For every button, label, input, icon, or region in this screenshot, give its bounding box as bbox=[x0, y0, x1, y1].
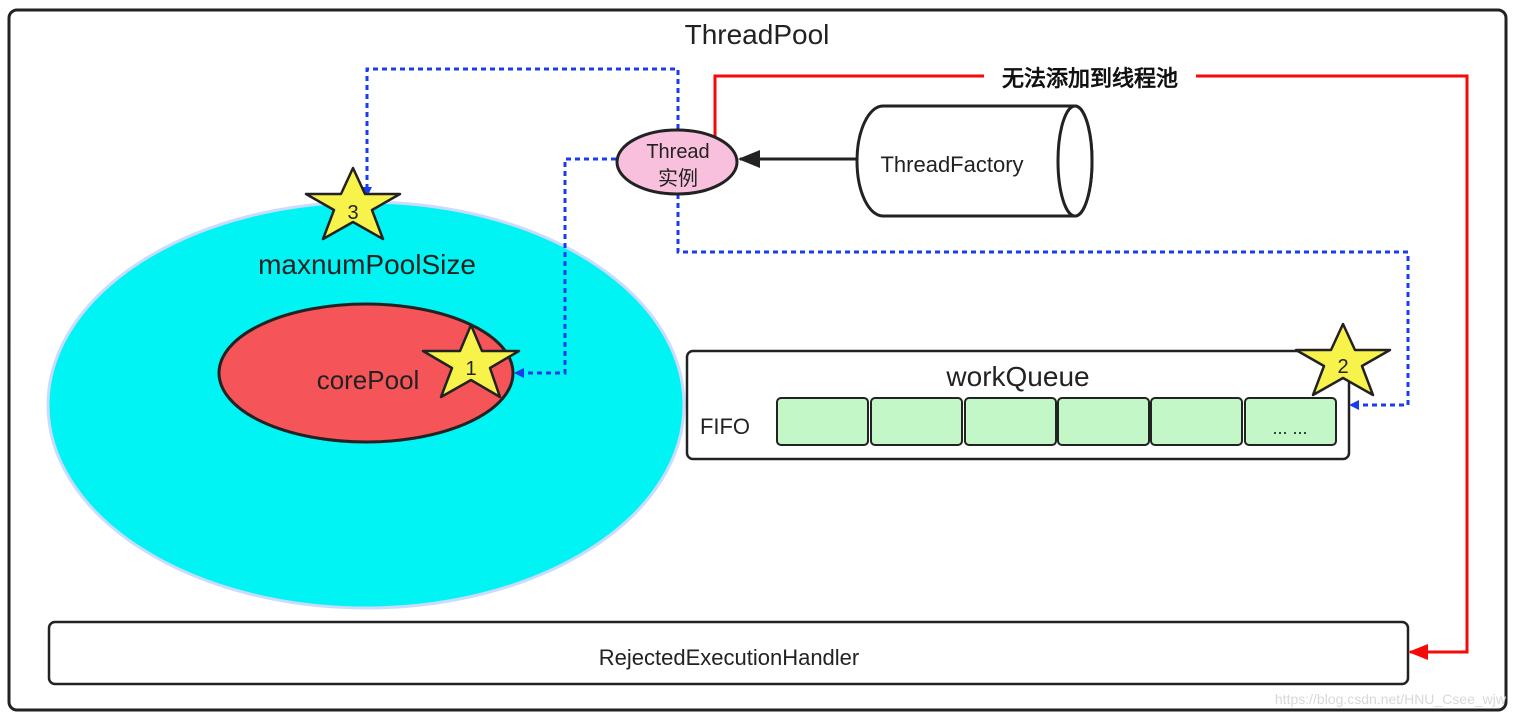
core-pool-label: corePool bbox=[317, 365, 420, 395]
core-pool-ellipse bbox=[217, 302, 515, 444]
queue-slot bbox=[776, 397, 869, 446]
queue-slot bbox=[870, 397, 963, 446]
reject-path bbox=[713, 74, 1469, 660]
thread-instance-ellipse bbox=[615, 128, 739, 196]
reject-label: 无法添加到线程池 bbox=[1002, 66, 1178, 91]
queue-slot bbox=[1244, 397, 1337, 446]
dashed-arrow-to-core-pool bbox=[514, 157, 616, 378]
star-1: 1 bbox=[421, 323, 521, 399]
thread-factory-cylinder bbox=[855, 104, 1094, 218]
thread-label-line2: 实例 bbox=[658, 167, 698, 190]
queue-slot bbox=[964, 397, 1057, 446]
threadpool-title: ThreadPool bbox=[685, 19, 830, 50]
dashed-arrow-to-max-pool bbox=[362, 67, 680, 197]
fifo-label: FIFO bbox=[700, 414, 750, 439]
star-1-label: 1 bbox=[465, 358, 476, 380]
watermark: https://blog.csdn.net/HNU_Csee_wjw bbox=[1275, 691, 1507, 707]
max-pool-label: maxnumPoolSize bbox=[258, 249, 476, 280]
thread-factory-label: ThreadFactory bbox=[880, 152, 1023, 177]
dashed-arrow-to-work-queue bbox=[676, 194, 1410, 410]
handler-label: RejectedExecutionHandler bbox=[599, 645, 860, 670]
work-queue-label: workQueue bbox=[945, 361, 1089, 392]
star-3: 3 bbox=[304, 166, 402, 241]
star-2: 2 bbox=[1294, 322, 1392, 397]
queue-slots: ... ... bbox=[776, 397, 1337, 446]
star-2-label: 2 bbox=[1337, 356, 1348, 378]
star-3-label: 3 bbox=[347, 202, 358, 224]
queue-slot bbox=[1057, 397, 1150, 446]
queue-slot bbox=[1150, 397, 1243, 446]
thread-label-line1: Thread bbox=[646, 141, 709, 163]
reject-label-bg bbox=[984, 64, 1196, 92]
queue-ellipsis: ... ... bbox=[1272, 418, 1307, 438]
